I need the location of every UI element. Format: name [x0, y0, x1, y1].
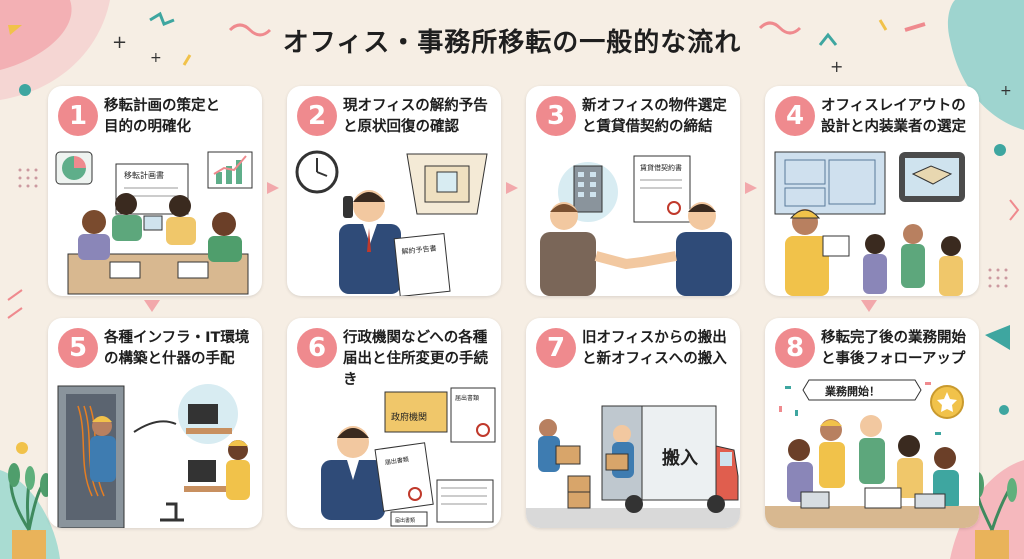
step-number: 4 — [775, 96, 815, 136]
step-title: 行政機関などへの各種 届出と住所変更の手続き — [343, 330, 488, 388]
step-card-7: 7 旧オフィスからの搬出 と新オフィスへの搬入 搬入 — [526, 318, 740, 528]
award-medal-icon — [930, 385, 964, 419]
arrow-down-icon — [144, 300, 160, 312]
step-number: 1 — [58, 96, 98, 136]
svg-text:+: + — [830, 57, 843, 76]
clock-icon — [295, 150, 339, 194]
step-title: 現オフィスの解約予告 と原状回復の確認 — [343, 98, 488, 135]
arrow-right-icon — [506, 182, 518, 194]
svg-text:+: + — [112, 32, 127, 53]
step-card-8: 8 移転完了後の業務開始 と事後フォローアップ 業務開始！ — [765, 318, 979, 528]
notification-doc-label: 届出書類 — [455, 394, 479, 402]
step-title: 移転完了後の業務開始 と事後フォローアップ — [821, 330, 966, 367]
it-infrastructure-illustration — [57, 384, 250, 528]
step-card-1: 1 移転計画の策定と 目的の明確化 移転計画書 — [48, 86, 262, 296]
lease-cancellation-illustration: 解約予告書 — [295, 150, 488, 296]
notification-doc-label-3: 届出書類 — [395, 517, 415, 524]
step-number: 5 — [58, 328, 98, 368]
cancel-doc-label: 解約予告書 — [401, 243, 437, 256]
moving-truck-illustration: 搬入 — [526, 405, 740, 528]
step-title: 新オフィスの物件選定 と賃貸借契約の締結 — [582, 98, 727, 135]
svg-text:+: + — [150, 50, 162, 66]
truck-label: 搬入 — [662, 447, 698, 469]
step-title: 移転計画の策定と 目的の明確化 — [104, 98, 220, 135]
step-number: 8 — [775, 328, 815, 368]
step-title: 各種インフラ・IT環境 の構築と什器の手配 — [104, 330, 250, 367]
step-title: オフィスレイアウトの 設計と内装業者の選定 — [821, 98, 966, 135]
arrow-down-icon — [861, 300, 877, 312]
step-card-3: 3 新オフィスの物件選定 と賃貸借契約の締結 賃貸借契約書 — [526, 86, 740, 296]
step-card-2: 2 現オフィスの解約予告 と原状回復の確認 解約予告書 — [287, 86, 501, 296]
plan-doc-label: 移転計画書 — [124, 170, 164, 180]
step-number: 3 — [536, 96, 576, 136]
layout-design-illustration — [774, 151, 965, 296]
notification-doc-label-2: 届出書類 — [384, 455, 409, 466]
step-number: 2 — [297, 96, 337, 136]
step-number: 6 — [297, 328, 337, 368]
svg-text:+: + — [1000, 83, 1012, 99]
page-title: オフィス・事務所移転の一般的な流れ — [282, 28, 742, 58]
arrow-right-icon — [745, 182, 757, 194]
contract-doc-label: 賃貸借契約書 — [640, 163, 682, 172]
step-card-6: 6 行政機関などへの各種 届出と住所変更の手続き 政府機関 届出書類 届出書類 … — [287, 318, 501, 528]
step-card-4: 4 オフィスレイアウトの 設計と内装業者の選定 — [765, 86, 979, 296]
planning-meeting-illustration: 移転計画書 — [55, 151, 253, 295]
step-number: 7 — [536, 328, 576, 368]
government-sign-label: 政府機関 — [391, 411, 427, 423]
arrow-right-icon — [267, 182, 279, 194]
lease-contract-illustration: 賃貸借契約書 — [540, 155, 732, 296]
step-card-5: 5 各種インフラ・IT環境 の構築と什器の手配 — [48, 318, 262, 528]
administrative-procedures-illustration: 政府機関 届出書類 届出書類 届出書類 — [321, 387, 496, 527]
step-title: 旧オフィスからの搬出 と新オフィスへの搬入 — [582, 330, 727, 367]
business-start-banner: 業務開始！ — [824, 384, 880, 398]
business-start-illustration: 業務開始！ — [765, 379, 979, 528]
